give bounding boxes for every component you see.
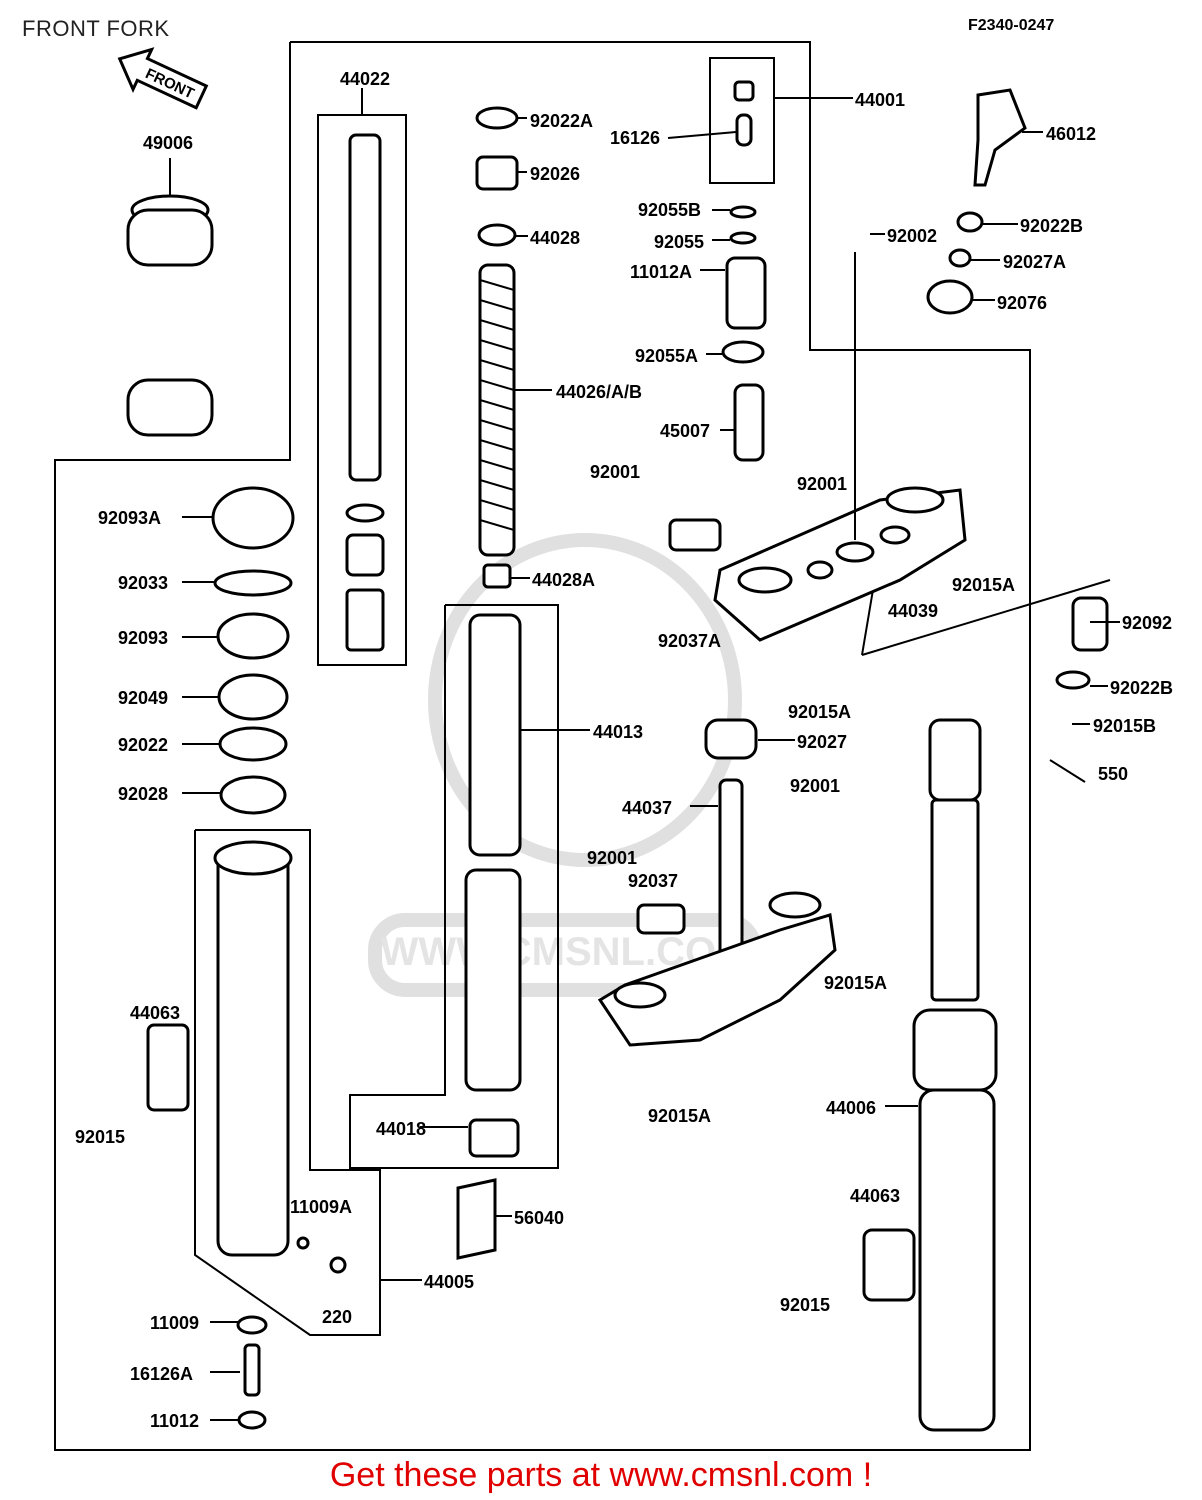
- label-92015A-d: 92015A: [648, 1106, 711, 1126]
- label-92076: 92076: [997, 293, 1047, 313]
- bottom-hardware: [236, 1236, 347, 1430]
- label-92027A: 92027A: [1003, 252, 1066, 272]
- label-56040: 56040: [514, 1208, 564, 1228]
- label-92001-d: 92001: [587, 848, 637, 868]
- label-92049: 92049: [118, 688, 168, 708]
- label-44063-b: 44063: [850, 1186, 900, 1206]
- label-92037A: 92037A: [658, 631, 721, 651]
- label-44039: 44039: [888, 601, 938, 621]
- label-92022B-b: 92022B: [1110, 678, 1173, 698]
- seal-stack: [211, 486, 295, 815]
- upper-bracket: [668, 486, 967, 642]
- label-44028: 44028: [530, 228, 580, 248]
- label-11012: 11012: [150, 1411, 199, 1431]
- label-44005: 44005: [424, 1272, 474, 1292]
- label-44001: 44001: [855, 90, 905, 110]
- leader-lines: [182, 88, 1120, 1421]
- label-92055: 92055: [654, 232, 704, 252]
- steering-stem-lower-bracket: [597, 718, 837, 1047]
- right-fork-leg: [146, 88, 1109, 1432]
- footer-link[interactable]: Get these parts at www.cmsnl.com !: [329, 1456, 873, 1494]
- label-44013: 44013: [593, 722, 643, 742]
- label-92093: 92093: [118, 628, 168, 648]
- label-92055A: 92055A: [635, 346, 698, 366]
- label-92037: 92037: [628, 871, 678, 891]
- label-92001-a: 92001: [590, 462, 640, 482]
- diagram-code: F2340-0247: [968, 17, 1054, 34]
- label-44063-a: 44063: [130, 1003, 180, 1023]
- label-92033: 92033: [118, 573, 168, 593]
- label-92001-b: 92001: [797, 474, 847, 494]
- label-92015-b: 92015: [780, 1295, 830, 1315]
- label-92015B: 92015B: [1093, 716, 1156, 736]
- label-92093A: 92093A: [98, 508, 161, 528]
- damper-rod: [345, 133, 385, 652]
- label-44028A: 44028A: [532, 570, 595, 590]
- label-46012: 46012: [1046, 124, 1096, 144]
- label-92015A-a: 92015A: [952, 575, 1015, 595]
- label-92026: 92026: [530, 164, 580, 184]
- label-92022B-top: 92022B: [1020, 216, 1083, 236]
- label-92028: 92028: [118, 784, 168, 804]
- page-title: FRONT FORK: [22, 16, 170, 41]
- label-550: 550: [1098, 764, 1128, 784]
- label-11009A: 11009A: [290, 1197, 352, 1217]
- label-92022: 92022: [118, 735, 168, 755]
- label-92001-c: 92001: [790, 776, 840, 796]
- outer-tube-left: [213, 840, 293, 1257]
- label-92015A-c: 92015A: [824, 973, 887, 993]
- label-44026: 44026/A/B: [556, 382, 642, 402]
- label-11009: 11009: [150, 1313, 199, 1333]
- part-labels: 44022 49006 92022A 16126 92026 44001 460…: [75, 69, 1173, 1431]
- label-92055B: 92055B: [638, 200, 701, 220]
- spring-and-inner-tube: [456, 106, 522, 1260]
- label-92002: 92002: [887, 226, 937, 246]
- fork-boot: [126, 158, 214, 437]
- label-92027: 92027: [797, 732, 847, 752]
- label-92015-a: 92015: [75, 1127, 125, 1147]
- label-220: 220: [322, 1307, 352, 1327]
- label-44022: 44022: [340, 69, 390, 89]
- label-44037: 44037: [622, 798, 672, 818]
- front-arrow-icon: FRONT: [117, 47, 209, 110]
- label-92022A: 92022A: [530, 111, 593, 131]
- label-44018: 44018: [376, 1119, 426, 1139]
- watermark: WWW.CMSNL.COM: [368, 533, 762, 997]
- top-cap-parts: [721, 80, 767, 462]
- label-49006: 49006: [143, 133, 193, 153]
- label-45007: 45007: [660, 421, 710, 441]
- label-92092: 92092: [1122, 613, 1172, 633]
- label-11012A: 11012A: [630, 262, 692, 282]
- label-92015A-b: 92015A: [788, 702, 851, 722]
- label-44006: 44006: [826, 1098, 876, 1118]
- assembly-outlines: [54, 41, 1111, 1451]
- label-16126: 16126: [610, 128, 660, 148]
- label-16126A: 16126A: [130, 1364, 193, 1384]
